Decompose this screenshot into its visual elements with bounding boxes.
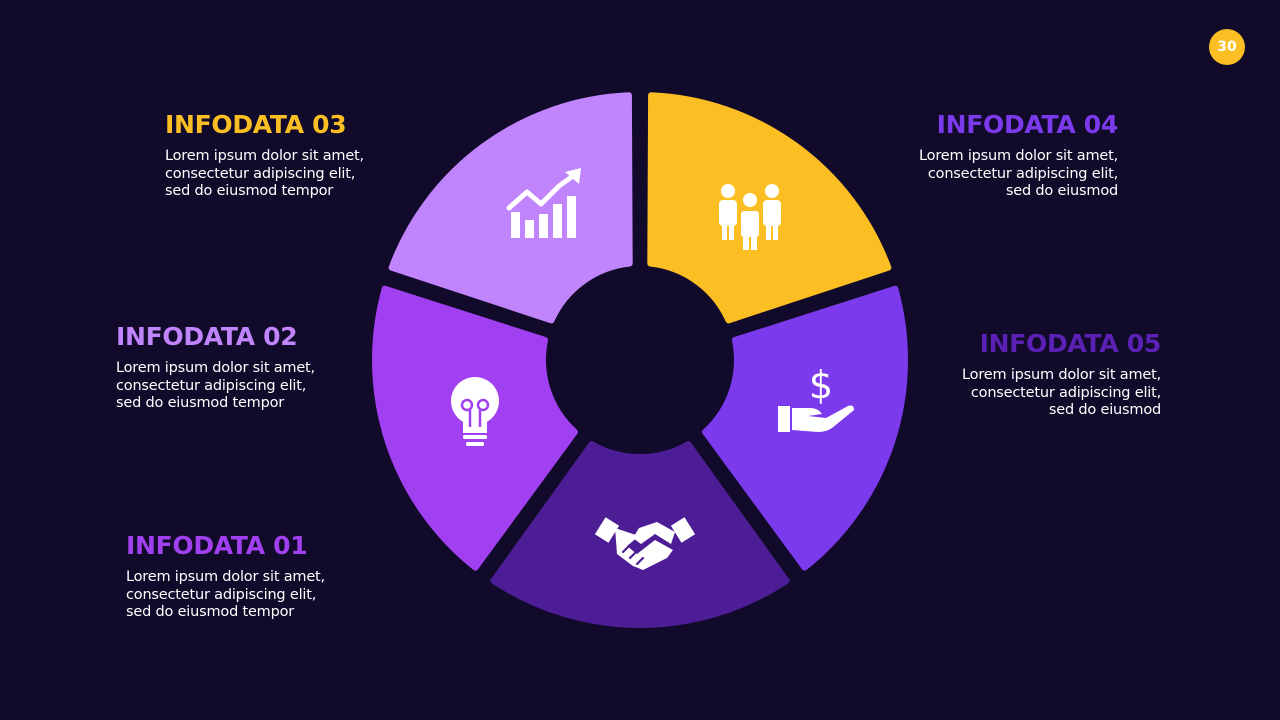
info-block-02: INFODATA 02 Lorem ipsum dolor sit amet, … — [116, 322, 316, 413]
segment-05: $ — [702, 285, 908, 571]
growth-chart-icon — [506, 168, 581, 238]
info-body-02: Lorem ipsum dolor sit amet, consectetur … — [116, 360, 315, 411]
segment-03 — [388, 92, 633, 324]
info-block-05: INFODATA 05 Lorem ipsum dolor sit amet, … — [961, 329, 1161, 420]
info-block-01: INFODATA 01 Lorem ipsum dolor sit amet, … — [126, 531, 326, 622]
info-block-03: INFODATA 03 Lorem ipsum dolor sit amet, … — [165, 110, 365, 201]
info-title-02: INFODATA 02 — [116, 322, 298, 351]
money-hand-icon: $ — [778, 363, 854, 432]
info-title-05: INFODATA 05 — [979, 329, 1162, 358]
segment-04 — [647, 92, 892, 324]
svg-text:$: $ — [809, 363, 833, 407]
info-title-04: INFODATA 04 — [936, 110, 1119, 139]
lightbulb-icon — [451, 377, 499, 446]
info-block-04: INFODATA 04 Lorem ipsum dolor sit amet, … — [918, 110, 1118, 201]
info-body-03: Lorem ipsum dolor sit amet, consectetur … — [165, 148, 364, 199]
info-title-03: INFODATA 03 — [165, 110, 347, 139]
page-number-badge: 30 — [1209, 29, 1245, 65]
team-people-icon — [719, 184, 781, 250]
segment-01 — [490, 441, 790, 628]
info-body-01: Lorem ipsum dolor sit amet, consectetur … — [126, 569, 325, 620]
info-body-05: Lorem ipsum dolor sit amet, consectetur … — [962, 367, 1161, 418]
info-body-04: Lorem ipsum dolor sit amet, consectetur … — [919, 148, 1118, 199]
segment-02 — [372, 285, 578, 571]
info-title-01: INFODATA 01 — [126, 531, 308, 560]
handshake-icon — [594, 517, 696, 570]
